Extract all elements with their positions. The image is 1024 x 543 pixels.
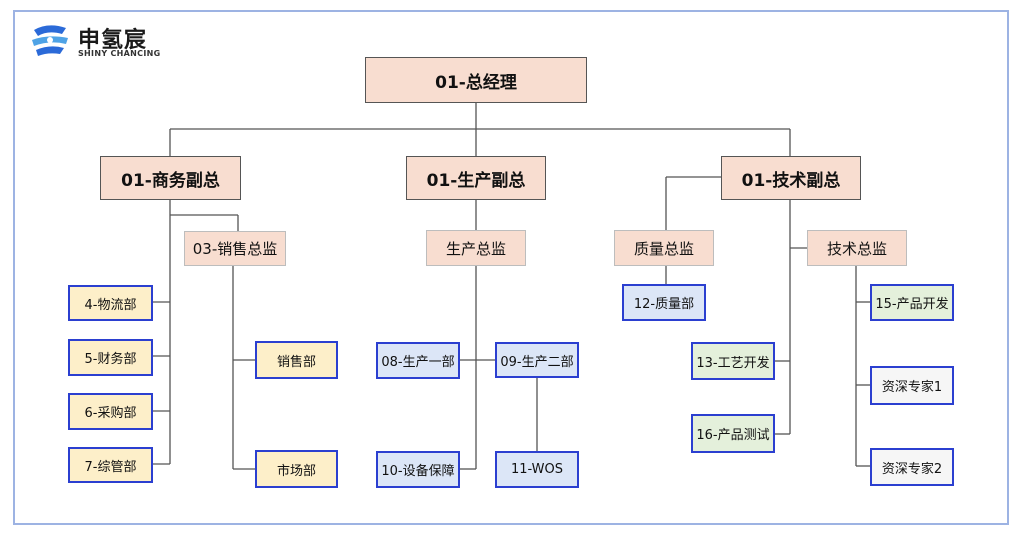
tech-director-box: 技术总监 bbox=[807, 230, 907, 266]
vp-production-box: 01-生产副总 bbox=[406, 156, 546, 200]
dept-product-test: 16-产品测试 bbox=[691, 414, 775, 453]
production-director-box: 生产总监 bbox=[426, 230, 526, 266]
dept-equipment: 10-设备保障 bbox=[376, 451, 460, 488]
dept-wos: 11-WOS bbox=[495, 451, 579, 488]
dept-general-admin: 7-综管部 bbox=[68, 447, 153, 483]
company-logo: 申氢宸 SHINY CHANCING bbox=[28, 22, 188, 62]
dept-finance: 5-财务部 bbox=[68, 339, 153, 376]
senior-expert-2: 资深专家2 bbox=[870, 448, 954, 486]
logo-mark-icon bbox=[32, 25, 68, 56]
diagram-frame bbox=[13, 10, 1009, 525]
ceo-box: 01-总经理 bbox=[365, 57, 587, 103]
vp-technology-box: 01-技术副总 bbox=[721, 156, 861, 200]
dept-production-2: 09-生产二部 bbox=[495, 342, 579, 378]
dept-marketing: 市场部 bbox=[255, 450, 338, 488]
dept-production-1: 08-生产一部 bbox=[376, 342, 460, 379]
senior-expert-1: 资深专家1 bbox=[870, 366, 954, 405]
quality-director-box: 质量总监 bbox=[614, 230, 714, 266]
dept-quality: 12-质量部 bbox=[622, 284, 706, 321]
logo-subtitle: SHINY CHANCING bbox=[78, 49, 161, 58]
dept-product-dev: 15-产品开发 bbox=[870, 284, 954, 321]
vp-business-box: 01-商务副总 bbox=[100, 156, 241, 200]
dept-process-dev: 13-工艺开发 bbox=[691, 342, 775, 380]
dept-purchasing: 6-采购部 bbox=[68, 393, 153, 430]
logo-name: 申氢宸 bbox=[78, 28, 148, 53]
sales-director-box: 03-销售总监 bbox=[184, 231, 286, 266]
dept-sales: 销售部 bbox=[255, 341, 338, 379]
dept-logistics: 4-物流部 bbox=[68, 285, 153, 321]
